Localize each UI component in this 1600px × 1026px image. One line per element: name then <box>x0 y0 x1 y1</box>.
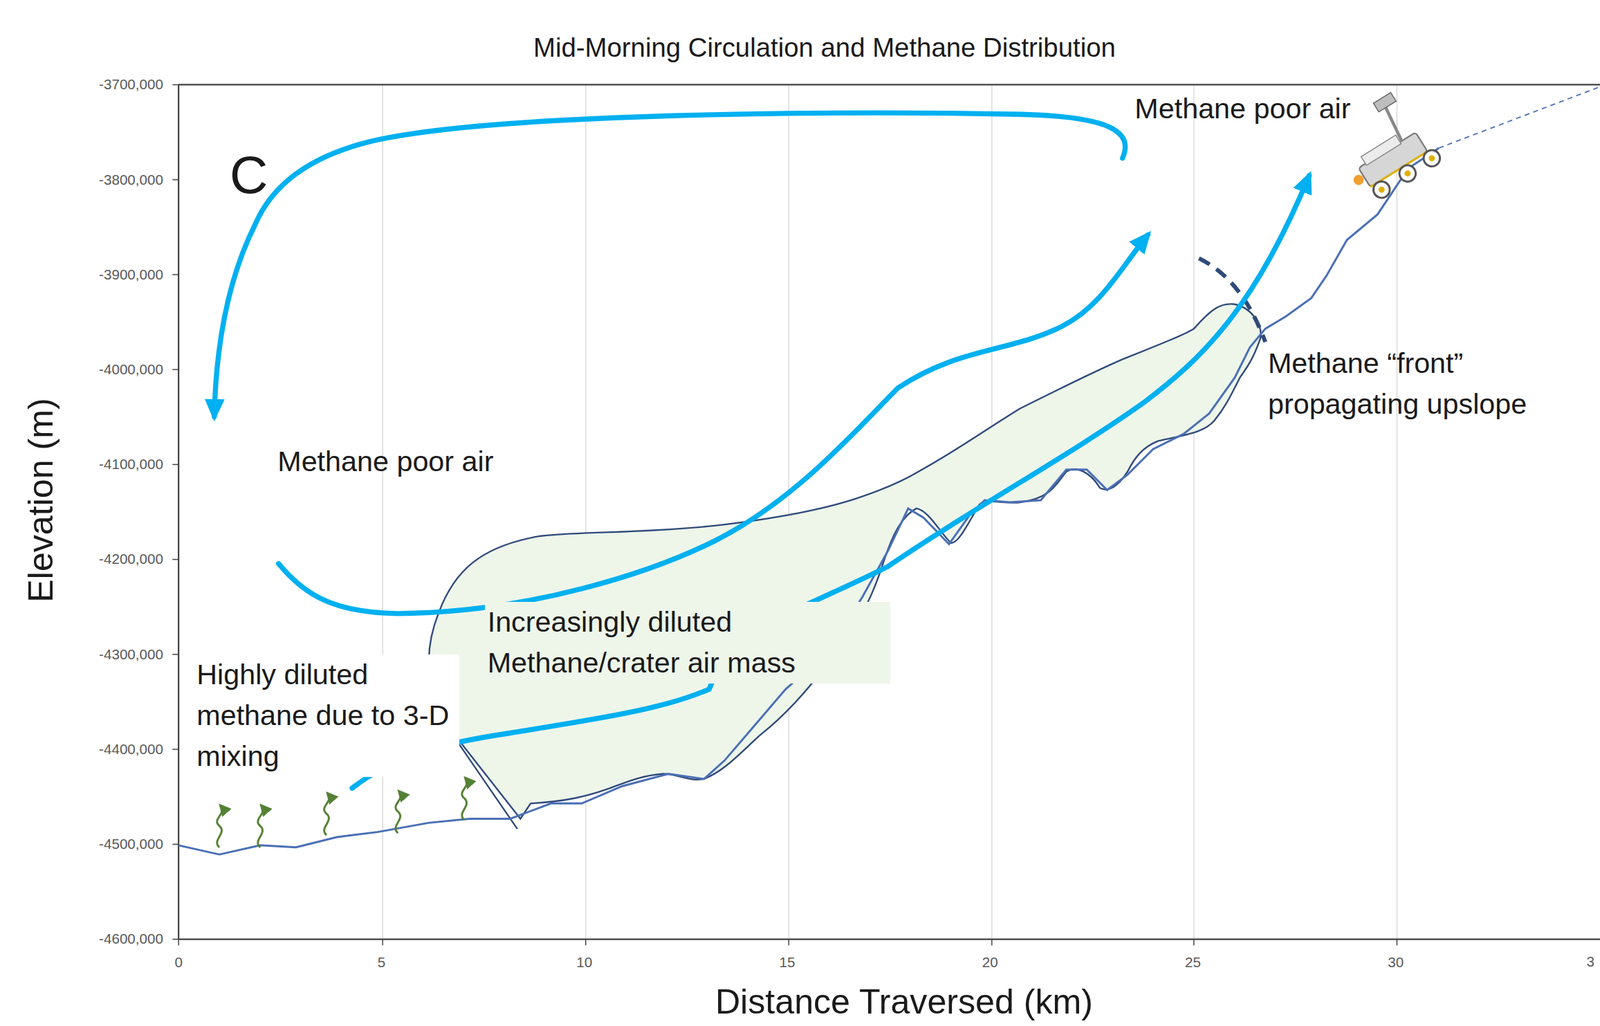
tick-label: -3900,000 <box>98 265 164 283</box>
tick-label: -4300,000 <box>98 645 164 663</box>
region-label: Methane poor air <box>1134 92 1351 127</box>
grid-lines <box>382 84 1397 939</box>
tick-label: -3700,000 <box>98 76 164 94</box>
methane-front <box>1198 258 1266 342</box>
tick-label: 30 <box>1387 953 1404 972</box>
tick-label: -4500,000 <box>98 835 164 853</box>
tick-label: -4100,000 <box>98 455 164 474</box>
extrapolated-slope <box>1438 86 1600 149</box>
tick-marks <box>172 84 1397 945</box>
tick-label: -4600,000 <box>98 930 164 948</box>
panel-letter: C <box>229 143 268 207</box>
axes <box>178 84 1600 939</box>
mixing-label: Highly diluted methane due to 3-D mixing <box>193 654 460 777</box>
chart-title: Mid-Morning Circulation and Methane Dist… <box>533 31 1116 64</box>
tick-label: -3800,000 <box>98 170 164 189</box>
tick-label: 15 <box>778 953 795 972</box>
tick-label: 3 <box>1586 953 1595 971</box>
methane-release-arrows <box>217 777 468 847</box>
air-mass-label: Increasingly diluted Methane/crater air … <box>484 601 891 684</box>
terrain-profile <box>178 148 1439 855</box>
axis-title: Elevation (m) <box>20 397 62 602</box>
tick-label: -4400,000 <box>98 740 164 758</box>
region-label: Methane poor air <box>277 444 494 480</box>
air-mass-region <box>428 303 1262 819</box>
tick-label: -4200,000 <box>98 550 164 568</box>
tick-label: 0 <box>174 953 182 972</box>
tick-label: -4000,000 <box>98 361 164 379</box>
tick-label: 25 <box>1184 953 1201 972</box>
tick-label: 5 <box>377 953 386 972</box>
front-label: Methane “front” propagating upslope <box>1267 343 1595 425</box>
tick-label: 10 <box>576 953 593 972</box>
axis-title: Distance Traversed (km) <box>715 980 1093 1023</box>
tick-label: 20 <box>982 953 999 972</box>
